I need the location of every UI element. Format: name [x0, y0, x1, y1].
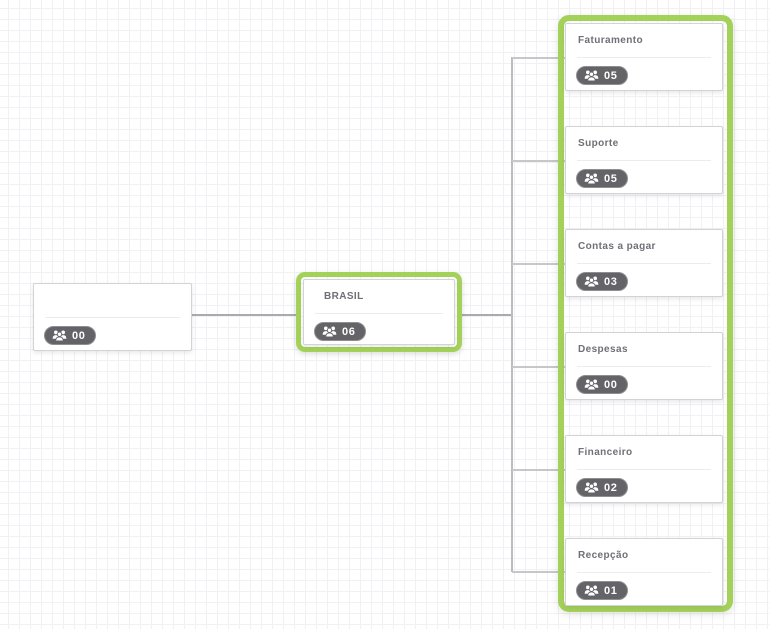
people-icon [584, 585, 599, 596]
member-count-badge[interactable]: 05 [576, 66, 629, 85]
people-icon [52, 330, 67, 341]
node-title: BRASIL [324, 291, 364, 302]
node-title: Recepção [578, 550, 629, 561]
connector-spine [511, 57, 513, 572]
node-divider [577, 572, 711, 573]
node-financeiro[interactable]: Financeiro 02 [565, 435, 723, 503]
node-divider [45, 317, 180, 318]
member-count-badge[interactable]: 00 [576, 375, 629, 394]
node-divider [315, 313, 443, 314]
member-count-badge[interactable]: 06 [314, 322, 367, 341]
connector-stub-contas-a-pagar [512, 263, 566, 265]
node-divider [577, 57, 711, 58]
member-count: 03 [604, 275, 618, 288]
member-count: 02 [604, 481, 618, 494]
member-count: 05 [604, 172, 618, 185]
connector-stub-recepcao [512, 571, 566, 573]
people-icon [584, 482, 599, 493]
connector-brasil-to-spine [462, 314, 512, 316]
member-count-badge[interactable]: 03 [576, 272, 629, 291]
connector-stub-suporte [512, 160, 566, 162]
people-icon [584, 173, 599, 184]
node-divider [577, 263, 711, 264]
node-suporte[interactable]: Suporte 05 [565, 126, 723, 194]
node-divider [577, 160, 711, 161]
member-count-badge[interactable]: 01 [576, 581, 629, 600]
node-title: Financeiro [578, 447, 633, 458]
selected-node-outline: BRASIL 06 [296, 272, 462, 352]
member-count-badge[interactable]: 02 [576, 478, 629, 497]
member-count: 01 [604, 584, 618, 597]
node-divider [577, 469, 711, 470]
connector-stub-financeiro [512, 469, 566, 471]
node-brasil[interactable]: BRASIL 06 [303, 279, 455, 345]
member-count: 06 [342, 325, 356, 338]
node-contas-a-pagar[interactable]: Contas a pagar 03 [565, 229, 723, 297]
people-icon [584, 70, 599, 81]
node-faturamento[interactable]: Faturamento 05 [565, 23, 723, 91]
member-count: 05 [604, 69, 618, 82]
member-count-badge[interactable]: 00 [44, 326, 97, 345]
children-group-outline [558, 15, 733, 612]
people-icon [584, 379, 599, 390]
node-root[interactable]: 00 [33, 283, 192, 351]
node-title: Faturamento [578, 35, 643, 46]
member-count: 00 [604, 378, 618, 391]
member-count: 00 [72, 329, 86, 342]
connector-stub-faturamento [512, 57, 566, 59]
node-despesas[interactable]: Despesas 00 [565, 332, 723, 400]
member-count-badge[interactable]: 05 [576, 169, 629, 188]
node-recepcao[interactable]: Recepção 01 [565, 538, 723, 606]
node-title: Contas a pagar [578, 241, 656, 252]
node-title: Suporte [578, 138, 619, 149]
node-title: Despesas [578, 344, 628, 355]
people-icon [584, 276, 599, 287]
node-divider [577, 366, 711, 367]
connector-root-to-brasil [192, 314, 296, 316]
node-title [46, 295, 179, 308]
connector-stub-despesas [512, 366, 566, 368]
people-icon [322, 326, 337, 337]
